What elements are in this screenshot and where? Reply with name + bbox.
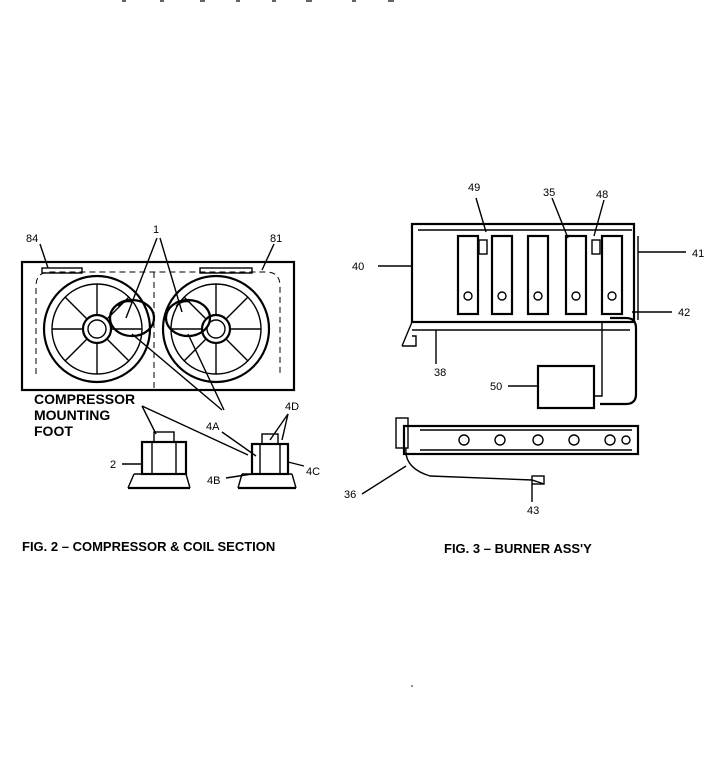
mounting-foot-right [221, 413, 305, 490]
label-35: 35 [543, 187, 555, 199]
label-plate-right [199, 267, 253, 274]
mounting-foot-left [122, 405, 249, 490]
leader-foot-a [131, 333, 223, 411]
label-50: 50 [490, 381, 502, 393]
compressor-right [164, 298, 212, 338]
fig3-caption: FIG. 3 – BURNER ASS'Y [444, 541, 592, 556]
label-1: 1 [153, 224, 159, 236]
leader-foot-b [187, 333, 225, 411]
label-81: 81 [270, 233, 282, 245]
label-41: 41 [692, 248, 704, 260]
gas-pipe [600, 316, 638, 406]
label-foot: FOOT [34, 423, 73, 439]
label-4b: 4B [207, 475, 220, 487]
cabinet-outline [20, 260, 296, 392]
label-4c: 4C [306, 466, 320, 478]
label-36: 36 [344, 489, 356, 501]
leader-1a [125, 237, 158, 319]
label-4d: 4D [285, 401, 299, 413]
label-2: 2 [110, 459, 116, 471]
gas-valve-box [536, 364, 596, 410]
label-42: 42 [678, 307, 690, 319]
label-4a: 4A [206, 421, 220, 433]
label-48: 48 [596, 189, 608, 201]
compressor-left [108, 298, 156, 338]
fig3-burner-assembly: 49 35 48 40 41 42 38 50 36 43 FIG. 3 – B… [344, 182, 704, 556]
label-mounting: MOUNTING [34, 407, 110, 423]
label-43: 43 [527, 505, 539, 517]
burner-manifold-box [410, 222, 636, 324]
leader-1b [159, 237, 183, 313]
fig2-caption: FIG. 2 – COMPRESSOR & COIL SECTION [22, 539, 275, 554]
coil-outline [35, 271, 281, 374]
label-38: 38 [434, 367, 446, 379]
label-49: 49 [468, 182, 480, 194]
label-84: 84 [26, 233, 38, 245]
fan-right [161, 274, 271, 384]
thermocouple-lead [405, 447, 545, 485]
label-plate-left [41, 267, 83, 274]
fig2-compressor-coil-section: 1 84 81 COMPRESSOR MOUNTING FOOT 4D 4A 2… [20, 224, 320, 554]
scan-dot [411, 685, 413, 687]
manifold-bar [395, 417, 640, 456]
fan-left [42, 274, 152, 384]
label-compressor: COMPRESSOR [34, 391, 135, 407]
burner-tubes [456, 234, 624, 316]
label-40: 40 [352, 261, 364, 273]
